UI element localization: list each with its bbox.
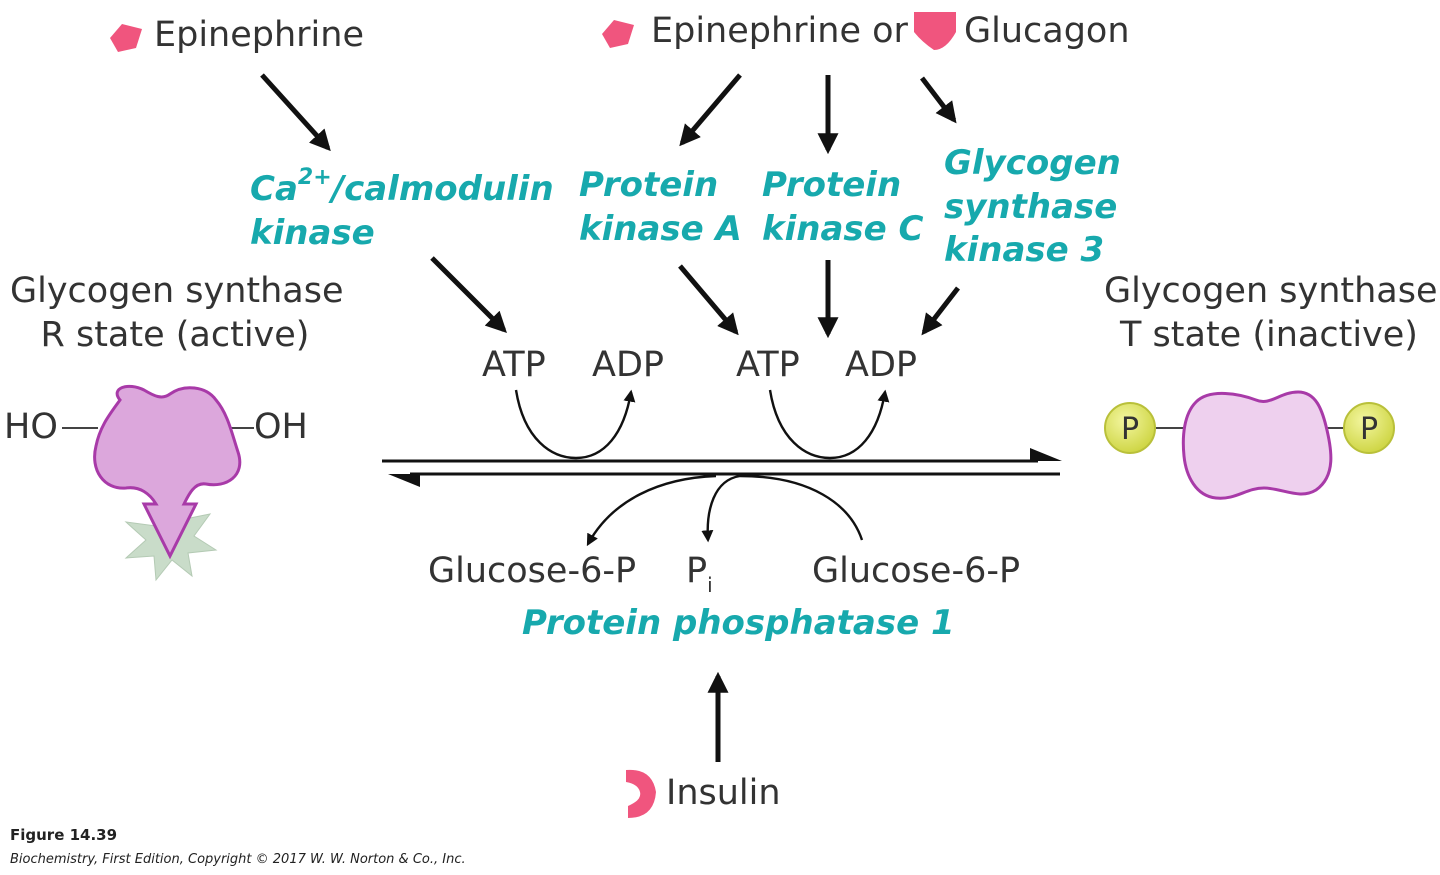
phosphate-left-label: P [1121, 412, 1139, 447]
camk-line2: kinase [250, 212, 375, 253]
camk-calmodulin: /calmodulin [331, 169, 554, 209]
pi-label: Pi [686, 550, 713, 598]
pkc-line2: kinase C [762, 208, 924, 249]
pka-line2: kinase A [579, 208, 742, 249]
phosphate-right [1343, 402, 1395, 454]
gsk3-label: Glycogen synthase kinase 3 [944, 142, 1121, 273]
gsk3-line2: synthase [944, 186, 1118, 227]
glucagon-icon [914, 12, 956, 50]
arrow-to-pka [679, 73, 742, 147]
glucose-6-p-label-2: Glucose-6-P [812, 551, 1021, 591]
atp-adp-curve-2 [768, 389, 890, 460]
insulin-icon [626, 769, 656, 818]
camk-line1: Ca2+/calmodulin [250, 164, 554, 212]
arrow-to-gsk3 [920, 76, 957, 124]
forward-reaction-head [1030, 448, 1062, 461]
glucagon-label: Glucagon [964, 11, 1130, 51]
pka-label: Protein kinase A [579, 164, 742, 251]
camk-label: Ca2+/calmodulin kinase [250, 164, 554, 255]
camk-ca: Ca [250, 169, 298, 209]
pka-line1: Protein [579, 165, 719, 205]
pi-sub: i [707, 573, 713, 597]
epinephrine-icon [110, 24, 142, 52]
arrow-pka-to-reaction [678, 264, 739, 336]
atp-label-2: ATP [736, 345, 800, 385]
reverse-reaction-head [388, 474, 420, 487]
oh-label: OH [254, 407, 308, 447]
atp-adp-curve-1 [514, 389, 636, 460]
ho-label: HO [4, 407, 58, 447]
t-state-line1: Glycogen synthase [1104, 271, 1438, 311]
epinephrine-label: Epinephrine [154, 15, 364, 55]
epinephrine-or-label: Epinephrine or [651, 11, 908, 51]
pp1-label: Protein phosphatase 1 [522, 603, 955, 643]
insulin-label: Insulin [666, 773, 781, 813]
arrow-epi-to-camk [260, 73, 331, 152]
pi-main: P [686, 551, 708, 591]
gsk3-line1: Glycogen [944, 143, 1121, 183]
camk-charge: 2+ [297, 165, 332, 190]
r-state-line1: Glycogen synthase [10, 271, 344, 311]
phosphate-right-label: P [1360, 412, 1378, 447]
pp1-curve-g6p [586, 474, 717, 547]
arrow-gsk3-to-reaction [921, 286, 960, 336]
epinephrine-icon-2 [602, 20, 634, 48]
figure-number: Figure 14.39 [10, 826, 118, 844]
adp-label-1: ADP [592, 345, 664, 385]
atp-label-1: ATP [482, 345, 546, 385]
r-state-label: Glycogen synthase R state (active) [10, 270, 344, 358]
arrow-camk-to-reaction [430, 256, 507, 333]
pkc-line1: Protein [762, 165, 902, 205]
glycogen-synthase-r-state [93, 384, 242, 560]
pkc-label: Protein kinase C [762, 164, 924, 251]
gsk3-line3: kinase 3 [944, 230, 1105, 271]
t-state-label: Glycogen synthase T state (inactive) [1104, 270, 1438, 358]
phosphate-left [1104, 402, 1156, 454]
glycogen-synthase-t-state [1181, 390, 1333, 500]
glucose-6-p-label-1: Glucose-6-P [428, 551, 637, 591]
t-state-line2: T state (inactive) [1120, 314, 1418, 355]
pp1-curve-pi [701, 474, 864, 543]
r-state-line2: R state (active) [40, 314, 310, 355]
copyright-credit: Biochemistry, First Edition, Copyright ©… [10, 852, 466, 867]
adp-label-2: ADP [845, 345, 917, 385]
